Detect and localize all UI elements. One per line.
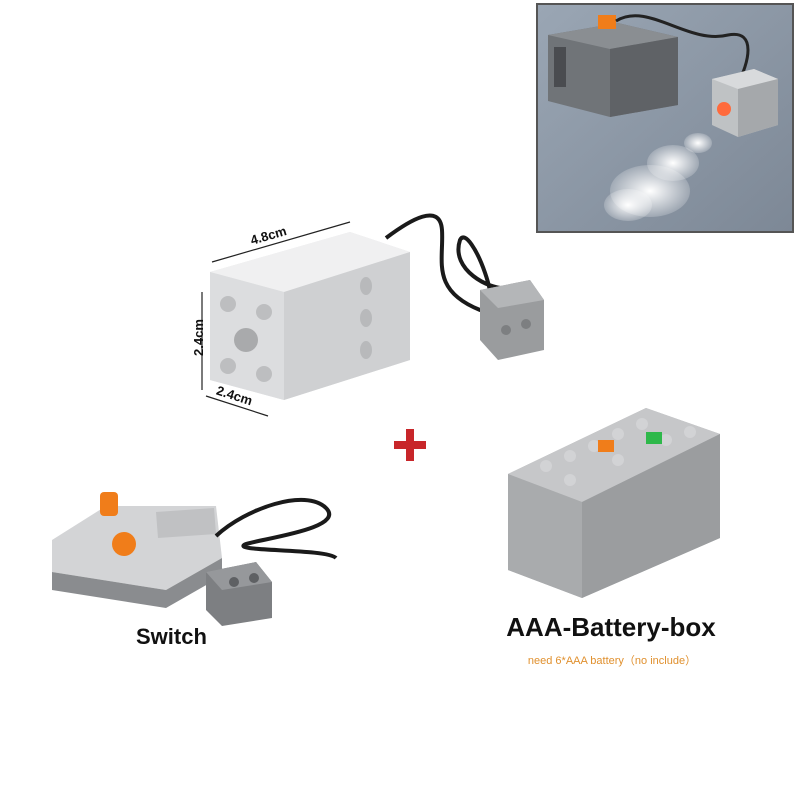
panel-smoke-unit [712, 69, 778, 137]
battery-box-body [508, 408, 720, 598]
battery-green-button [646, 432, 662, 444]
plus-icon [394, 429, 426, 461]
smoke-unit-connector [480, 280, 544, 360]
panel-battery-box [548, 15, 678, 117]
switch-connector [206, 562, 272, 626]
smoke-demo-panel [536, 3, 794, 233]
switch-label: Switch [136, 624, 207, 649]
smoke-demo-illustration [538, 5, 792, 231]
smoke-plume [604, 133, 712, 221]
length-dimension-line [211, 221, 351, 263]
width-dimension-line [205, 395, 269, 417]
panel-cable [615, 14, 750, 84]
battery-box-note: need 6*AAA battery（no include） [527, 655, 697, 667]
switch-cable [214, 498, 338, 560]
switch-lever [112, 532, 136, 556]
battery-box-title: AAA-Battery-box [506, 612, 716, 642]
battery-orange-button [598, 440, 614, 452]
smoke-unit-illustration [201, 213, 544, 417]
height-dimension-label: 2.4cm [190, 319, 206, 356]
smoke-unit-body [210, 232, 410, 400]
switch-illustration [52, 492, 338, 626]
battery-box-illustration [508, 408, 720, 598]
switch-body [52, 492, 222, 608]
